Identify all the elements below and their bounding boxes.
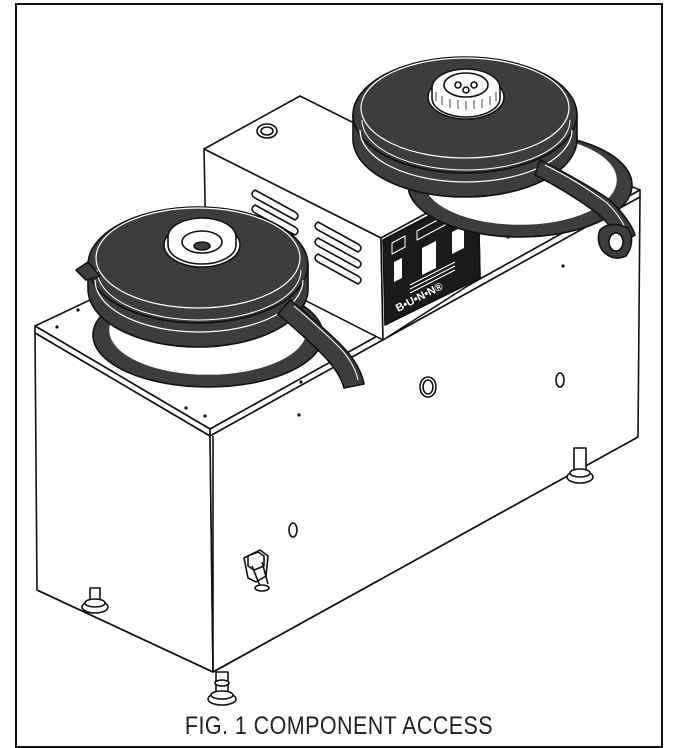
leg-left-front — [81, 587, 109, 614]
switch-right — [452, 226, 464, 254]
legs — [81, 447, 594, 706]
warmer-bowl-left — [75, 206, 365, 389]
warmer-bowl-right — [352, 56, 636, 259]
figure-caption: FIG. 1 COMPONENT ACCESS — [184, 712, 494, 740]
left-handle — [277, 299, 365, 389]
cabinet-ports — [288, 372, 565, 538]
port-side — [555, 372, 565, 388]
port-lower — [288, 522, 298, 538]
control-panel-details — [391, 204, 467, 294]
water-inlet-fitting — [243, 549, 270, 592]
housing-vents — [251, 189, 362, 285]
leg-right-front — [566, 447, 594, 484]
leg-center-front — [207, 671, 237, 706]
switch-center — [422, 241, 436, 275]
switch-left — [394, 258, 402, 282]
